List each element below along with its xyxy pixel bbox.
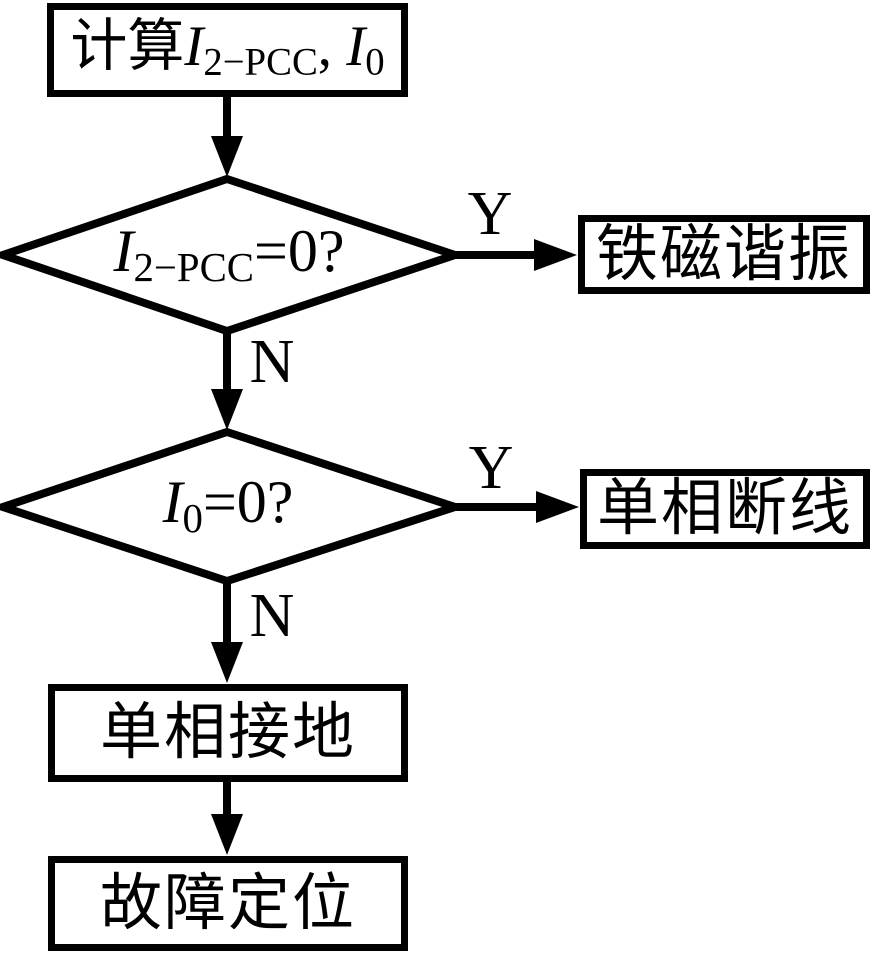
- arrow-decision1-to-decision2: [211, 328, 243, 430]
- single-phase-break-box-label: 单相断线: [596, 475, 853, 543]
- no-label-decision1: N: [249, 328, 295, 396]
- arrow-ground-to-locate: [211, 779, 243, 855]
- decision1-label: I2−PCC=0?: [113, 218, 345, 290]
- arrow-decision2-to-break-line: [451, 491, 579, 523]
- arrowhead-right-icon: [534, 239, 577, 271]
- arrow-decision1-to-resonance: [451, 239, 577, 271]
- yes-label-decision2: Y: [468, 434, 514, 502]
- arrowhead-down-icon: [211, 389, 243, 430]
- ferroresonance-box: 铁磁谐振: [578, 215, 870, 294]
- yes-label-decision1: Y: [467, 180, 513, 248]
- arrowhead-down-icon: [211, 814, 243, 855]
- fault-location-box-label: 故障定位: [99, 869, 356, 938]
- fault-location-box: 故障定位: [48, 856, 408, 951]
- start-box-label: 计算I2−PCC, I0: [70, 14, 385, 84]
- start-box: 计算I2−PCC, I0: [47, 3, 408, 97]
- arrowhead-down-icon: [211, 642, 243, 683]
- arrow-decision2-to-ground: [211, 578, 243, 683]
- single-phase-ground-box-label: 单相接地: [99, 699, 356, 767]
- ferroresonance-box-label: 铁磁谐振: [595, 220, 852, 289]
- single-phase-break-box: 单相断线: [580, 469, 870, 549]
- decision2-label: I0=0?: [162, 469, 294, 541]
- arrow-start-to-decision1: [211, 94, 243, 177]
- no-label-decision2: N: [249, 582, 295, 650]
- arrowhead-right-icon: [536, 491, 579, 523]
- single-phase-ground-box: 单相接地: [48, 684, 408, 782]
- arrowhead-down-icon: [211, 136, 243, 177]
